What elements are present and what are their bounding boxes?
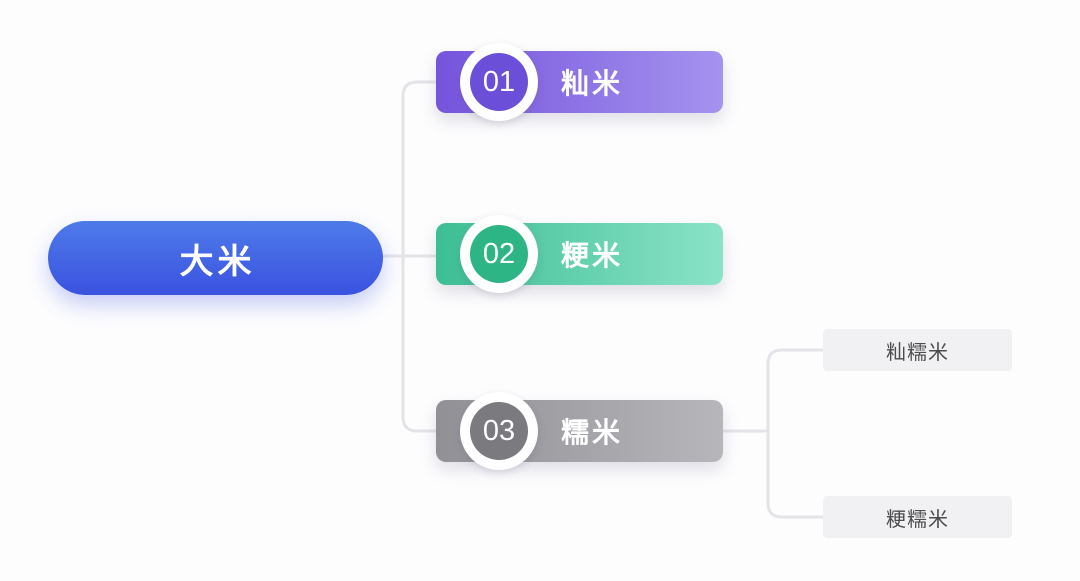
branch-02-number-badge-inner: 02 bbox=[470, 225, 528, 283]
branch-03-label: 糯米 bbox=[561, 417, 624, 448]
branch-01-number-badge-inner: 01 bbox=[470, 53, 528, 111]
branch-01-label: 籼米 bbox=[561, 68, 624, 99]
branch-node-03[interactable]: 03 糯米 bbox=[436, 392, 723, 470]
leaf-2-label: 粳糯米 bbox=[886, 508, 949, 531]
connector-subtrunk-to-leaf-2 bbox=[766, 431, 823, 519]
branch-02-number-badge: 02 bbox=[460, 215, 538, 293]
leaf-1-label: 籼糯米 bbox=[886, 341, 949, 364]
branch-01-number-badge: 01 bbox=[460, 43, 538, 121]
leaf-node-japonica-glutinous[interactable]: 粳糯米 bbox=[823, 496, 1012, 538]
branch-node-02[interactable]: 02 粳米 bbox=[436, 215, 723, 293]
root-node-rice[interactable]: 大米 bbox=[48, 221, 383, 295]
connector-trunk-to-branch-01 bbox=[401, 80, 437, 256]
branch-node-01[interactable]: 01 籼米 bbox=[436, 43, 723, 121]
leaf-node-indica-glutinous[interactable]: 籼糯米 bbox=[823, 329, 1012, 371]
branch-03-number-badge-inner: 03 bbox=[470, 402, 528, 460]
connector-subtrunk-to-leaf-1 bbox=[766, 348, 823, 431]
branch-03-number: 03 bbox=[482, 414, 516, 447]
connector-trunk-to-branch-03 bbox=[401, 256, 437, 433]
branch-01-number: 01 bbox=[482, 65, 516, 98]
root-node-label: 大米 bbox=[179, 242, 256, 281]
branch-02-label: 粳米 bbox=[561, 240, 624, 271]
branch-03-number-badge: 03 bbox=[460, 392, 538, 470]
branch-02-number: 02 bbox=[482, 237, 516, 270]
